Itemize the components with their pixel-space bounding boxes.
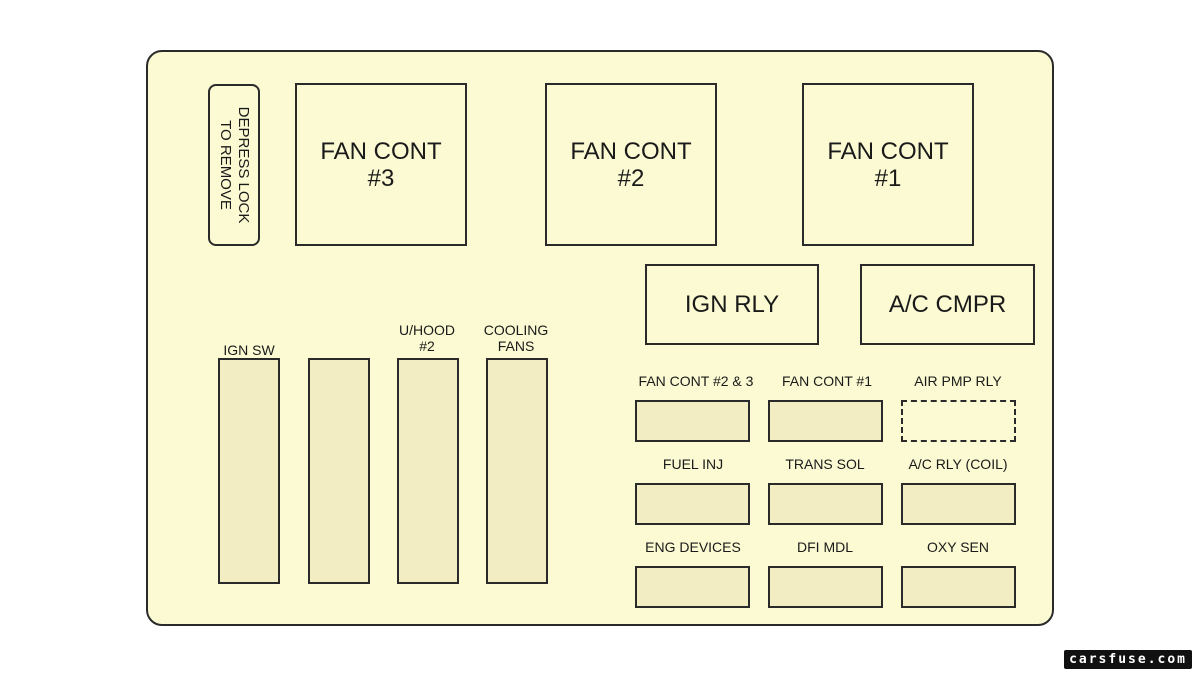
mini-fuse-fuel-inj	[635, 483, 750, 525]
maxi-fuse-unlabeled	[308, 358, 370, 584]
mini-fuse-dfi-mdl-label: DFI MDL	[797, 539, 853, 555]
relay-fan-cont-1: FAN CONT #1	[802, 83, 974, 246]
depress-lock-label: DEPRESS LOCK TO REMOVE	[217, 106, 252, 224]
mini-fuse-air-pmp-rly-empty-slot	[901, 400, 1016, 442]
mini-fuse-trans-sol-label: TRANS SOL	[785, 456, 865, 472]
maxi-fuse-uhood-2	[397, 358, 459, 584]
watermark-logo: carsfuse.com	[1064, 650, 1192, 669]
maxi-fuse-cooling-fans	[486, 358, 548, 584]
mini-fuse-oxy-sen	[901, 566, 1016, 608]
mini-fuse-dfi-mdl	[768, 566, 883, 608]
relay-fan-cont-3: FAN CONT #3	[295, 83, 467, 246]
mini-fuse-eng-devices	[635, 566, 750, 608]
mini-fuse-fan-cont-1	[768, 400, 883, 442]
relay-fan-cont-3-label: FAN CONT #3	[320, 137, 442, 192]
maxi-fuse-cooling-fans-label: COOLING FANS	[483, 322, 549, 354]
mini-fuse-fan-cont-1-label: FAN CONT #1	[782, 373, 872, 389]
maxi-fuse-uhood-2-label: U/HOOD #2	[399, 322, 455, 354]
relay-ac-cmpr-label: A/C CMPR	[888, 291, 1007, 318]
mini-fuse-ac-rly-coil-label: A/C RLY (COIL)	[908, 456, 1008, 472]
mini-fuse-fan-cont-2-3-label: FAN CONT #2 & 3	[638, 373, 754, 389]
relay-ign-rly-label: IGN RLY	[684, 291, 780, 318]
relay-ign-rly: IGN RLY	[645, 264, 819, 345]
maxi-fuse-ign-sw	[218, 358, 280, 584]
relay-ac-cmpr: A/C CMPR	[860, 264, 1035, 345]
mini-fuse-trans-sol	[768, 483, 883, 525]
mini-fuse-fuel-inj-label: FUEL INJ	[662, 456, 724, 472]
mini-fuse-oxy-sen-label: OXY SEN	[927, 539, 989, 555]
mini-fuse-ac-rly-coil	[901, 483, 1016, 525]
maxi-fuse-ign-sw-label: IGN SW	[223, 342, 275, 358]
mini-fuse-air-pmp-rly-label: AIR PMP RLY	[914, 373, 1002, 389]
relay-fan-cont-2-label: FAN CONT #2	[570, 137, 692, 192]
relay-fan-cont-1-label: FAN CONT #1	[827, 137, 949, 192]
depress-lock-tab[interactable]: DEPRESS LOCK TO REMOVE	[208, 84, 260, 246]
mini-fuse-eng-devices-label: ENG DEVICES	[645, 539, 741, 555]
relay-fan-cont-2: FAN CONT #2	[545, 83, 717, 246]
mini-fuse-fan-cont-2-3	[635, 400, 750, 442]
